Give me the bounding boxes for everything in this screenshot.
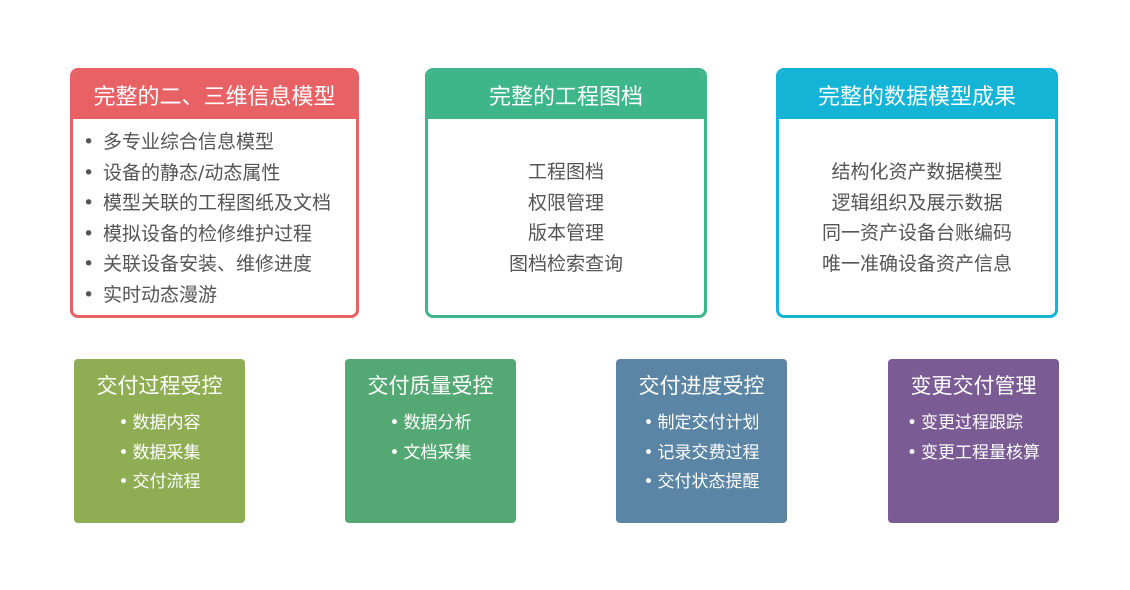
card-title: 完整的数据模型成果 [779,71,1055,119]
list-item-label: 制定交付计划 [657,413,760,433]
list-item-label: 交付流程 [132,472,201,492]
list-item-label: 设备的静态/动态属性 [103,161,281,184]
list-item-label: 实时动态漫游 [103,283,218,306]
list-item-label: 多专业综合信息模型 [103,131,275,153]
bullet-icon: • [643,472,654,492]
card-title: 完整的工程图档 [428,71,704,119]
bullet-icon: • [83,192,95,214]
card-item-list: • 多专业综合信息模型 • 设备的静态/动态属性 • 模型关联的工程图纸及文档 • 模拟… [73,119,356,310]
bullet-icon: • [118,413,129,433]
list-item: 工程图档 [527,161,604,183]
tile-change-management: 变更交付管理 •变更过程跟踪 •变更工程量核算 [888,359,1059,523]
bullet-icon: • [83,253,95,275]
list-item: 同一资产设备台账编码 [821,222,1012,244]
list-item-label: 模型关联的工程图纸及文档 [103,192,332,214]
list-item: 版本管理 [527,222,604,244]
list-item: •交付状态提醒 [644,468,760,498]
list-item: • 模拟设备的检修维护过程 [83,219,356,250]
list-item: • 多专业综合信息模型 [83,127,356,158]
bullet-icon: • [83,161,95,184]
list-item-label: 模拟设备的检修维护过程 [103,222,313,245]
list-item-label: 数据分析 [403,413,472,433]
bullet-icon: • [643,442,654,463]
tile-title: 交付质量受控 [367,374,494,398]
list-item-label: 数据采集 [132,442,201,463]
card-data-model-results: 完整的数据模型成果 结构化资产数据模型 逻辑组织及展示数据 同一资产设备台账编码… [776,68,1058,318]
list-item: 图档检索查询 [508,252,623,275]
list-item: • 实时动态漫游 [83,280,356,311]
tile-title: 交付进度受控 [638,374,765,398]
tile-process-control: 交付过程受控 •数据内容 •数据采集 •交付流程 [74,359,245,523]
list-item: 权限管理 [527,191,604,214]
list-item: 逻辑组织及展示数据 [831,191,1003,214]
bullet-icon: • [389,442,400,463]
tile-title: 变更交付管理 [910,374,1037,398]
list-item-label: 交付状态提醒 [657,472,760,492]
list-item: •交付流程 [119,468,201,498]
list-item: •数据分析 [390,409,472,439]
list-item: •数据采集 [119,439,201,469]
bullet-icon: • [118,472,129,492]
list-item: •变更过程跟踪 [907,409,1040,439]
card-item-list: 工程图档 权限管理 版本管理 图档检索查询 [428,119,704,279]
list-item: • 关联设备安装、维修进度 [83,249,356,280]
bullet-icon: • [643,413,654,433]
list-item-label: 变更工程量核算 [921,442,1040,463]
bullet-icon: • [83,222,95,245]
bullet-icon: • [118,442,129,463]
list-item-label: 数据内容 [132,413,201,433]
bullet-icon: • [83,283,95,306]
card-title: 完整的二、三维信息模型 [73,71,356,119]
list-item: 唯一准确设备资产信息 [821,252,1012,275]
tile-item-list: •制定交付计划 •记录交费过程 •交付状态提醒 [644,409,760,498]
list-item: •变更工程量核算 [907,439,1040,469]
bullet-icon: • [907,413,918,433]
tile-quality-control: 交付质量受控 •数据分析 •文档采集 [345,359,516,523]
card-engineering-drawings: 完整的工程图档 工程图档 权限管理 版本管理 图档检索查询 [425,68,707,318]
list-item-label: 记录交费过程 [657,442,760,463]
list-item-label: 变更过程跟踪 [921,413,1023,433]
list-item: •文档采集 [390,439,472,469]
tile-title: 交付过程受控 [96,374,223,398]
list-item: 结构化资产数据模型 [831,161,1003,183]
tile-item-list: •数据内容 •数据采集 •交付流程 [119,409,201,498]
bullet-icon: • [83,131,95,153]
list-item: • 设备的静态/动态属性 [83,158,356,189]
card-item-list: 结构化资产数据模型 逻辑组织及展示数据 同一资产设备台账编码 唯一准确设备资产信… [779,119,1055,279]
list-item-label: 文档采集 [403,442,472,463]
list-item-label: 关联设备安装、维修进度 [103,253,313,275]
tile-schedule-control: 交付进度受控 •制定交付计划 •记录交费过程 •交付状态提醒 [616,359,787,523]
bullet-icon: • [389,413,400,433]
card-3d-info-model: 完整的二、三维信息模型 • 多专业综合信息模型 • 设备的静态/动态属性 • 模型关联… [70,68,359,318]
tile-item-list: •数据分析 •文档采集 [390,409,472,468]
list-item: •记录交费过程 [644,439,760,469]
bullet-icon: • [907,442,918,463]
list-item: •数据内容 [119,409,201,439]
list-item: • 模型关联的工程图纸及文档 [83,188,356,219]
tile-item-list: •变更过程跟踪 •变更工程量核算 [907,409,1040,468]
list-item: •制定交付计划 [644,409,760,439]
